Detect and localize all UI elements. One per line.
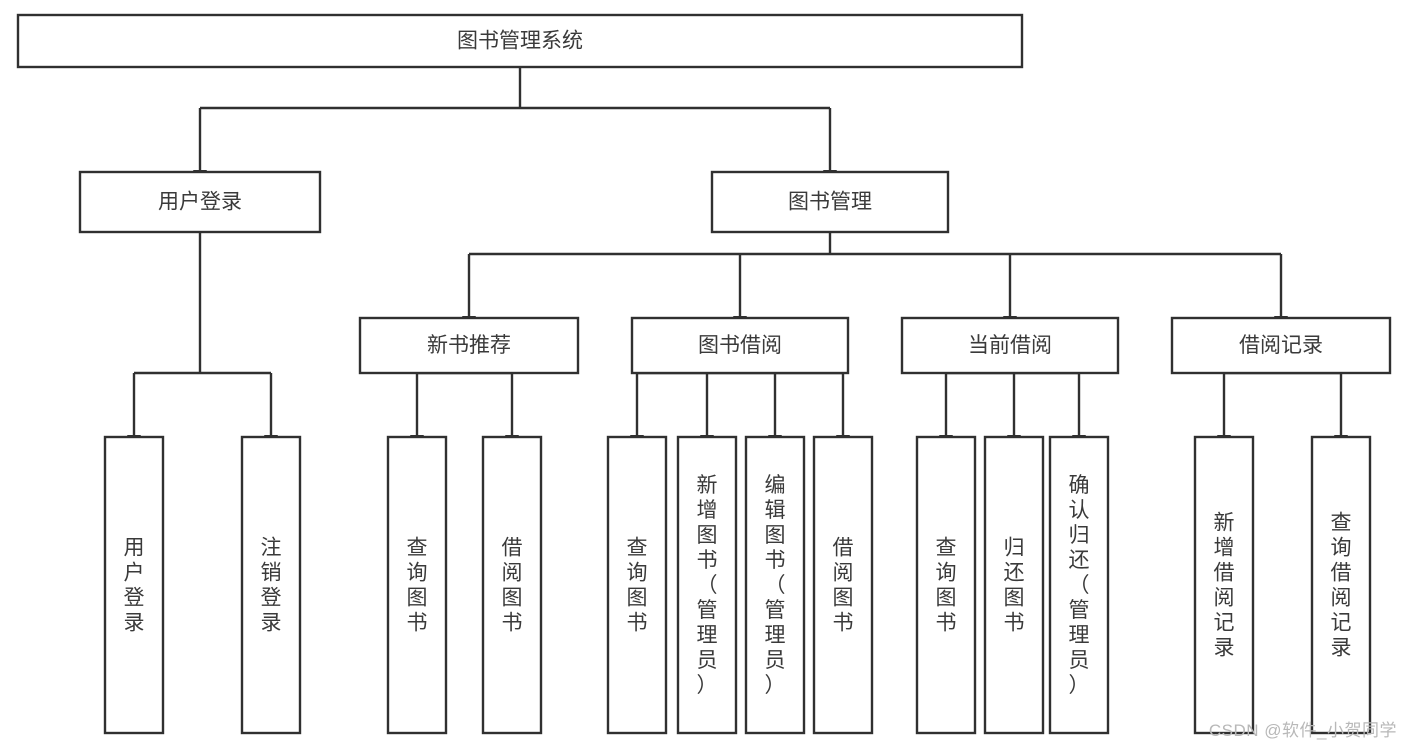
node-box-leaf-user-login [103, 435, 165, 735]
node-box-user-login [78, 170, 322, 234]
node-box-book-manage [710, 170, 950, 234]
node-label-current-borrow: 当前借阅 [968, 334, 1052, 357]
node-label-leaf-query-book-cb: 查询图书 [936, 537, 957, 635]
node-leaf-query-book-cb[interactable]: 查询图书 [915, 435, 977, 735]
node-leaf-edit-book[interactable]: 编辑图书（管理员） [744, 435, 806, 735]
node-leaf-return-book[interactable]: 归还图书 [983, 435, 1045, 735]
node-label-leaf-logout: 注销登录 [261, 537, 282, 635]
node-box-new-book-recommend [358, 316, 580, 375]
node-label-leaf-edit-book: 编辑图书（管理员） [765, 474, 786, 697]
node-label-leaf-add-record: 新增借阅记录 [1214, 512, 1235, 660]
node-label-new-book-recommend: 新书推荐 [427, 334, 511, 357]
node-label-leaf-borrow-book-nr: 借阅图书 [502, 537, 523, 635]
node-box-leaf-borrow-book-nr [481, 435, 543, 735]
node-book-borrow[interactable]: 图书借阅 [630, 316, 850, 375]
node-box-leaf-query-book-cb [915, 435, 977, 735]
node-box-leaf-confirm-return [1048, 435, 1110, 735]
node-box-borrow-record [1170, 316, 1392, 375]
node-label-root: 图书管理系统 [457, 30, 583, 53]
node-leaf-user-login[interactable]: 用户登录 [103, 435, 165, 735]
node-label-borrow-record: 借阅记录 [1239, 334, 1323, 357]
node-label-book-manage: 图书管理 [788, 191, 872, 214]
node-box-leaf-add-record [1193, 435, 1255, 735]
node-label-leaf-add-book: 新增图书（管理员） [697, 474, 718, 697]
node-leaf-add-record[interactable]: 新增借阅记录 [1193, 435, 1255, 735]
node-leaf-query-book-nr[interactable]: 查询图书 [386, 435, 448, 735]
node-layer: 图书管理系统用户登录图书管理新书推荐图书借阅当前借阅借阅记录用户登录注销登录查询… [16, 13, 1392, 735]
node-leaf-logout[interactable]: 注销登录 [240, 435, 302, 735]
node-box-leaf-borrow-book-bb [812, 435, 874, 735]
node-leaf-borrow-book-bb[interactable]: 借阅图书 [812, 435, 874, 735]
node-box-leaf-query-book-nr [386, 435, 448, 735]
node-label-leaf-query-book-bb: 查询图书 [627, 537, 648, 635]
node-label-leaf-borrow-book-bb: 借阅图书 [833, 537, 854, 635]
node-root[interactable]: 图书管理系统 [16, 13, 1024, 69]
node-book-manage[interactable]: 图书管理 [710, 170, 950, 234]
node-leaf-add-book[interactable]: 新增图书（管理员） [676, 435, 738, 735]
node-leaf-query-book-bb[interactable]: 查询图书 [606, 435, 668, 735]
node-leaf-borrow-book-nr[interactable]: 借阅图书 [481, 435, 543, 735]
node-box-leaf-return-book [983, 435, 1045, 735]
node-box-leaf-add-book [676, 435, 738, 735]
node-box-current-borrow [900, 316, 1120, 375]
node-box-root [16, 13, 1024, 69]
node-label-book-borrow: 图书借阅 [698, 334, 782, 357]
node-label-user-login: 用户登录 [158, 191, 242, 214]
node-leaf-query-record[interactable]: 查询借阅记录 [1310, 435, 1372, 735]
node-box-leaf-edit-book [744, 435, 806, 735]
node-borrow-record[interactable]: 借阅记录 [1170, 316, 1392, 375]
node-box-leaf-query-book-bb [606, 435, 668, 735]
node-current-borrow[interactable]: 当前借阅 [900, 316, 1120, 375]
node-box-book-borrow [630, 316, 850, 375]
node-label-leaf-confirm-return: 确认归还（管理员） [1069, 474, 1090, 697]
node-leaf-confirm-return[interactable]: 确认归还（管理员） [1048, 435, 1110, 735]
node-label-leaf-query-book-nr: 查询图书 [407, 537, 428, 635]
node-label-leaf-user-login: 用户登录 [124, 537, 145, 635]
node-new-book-recommend[interactable]: 新书推荐 [358, 316, 580, 375]
node-box-leaf-logout [240, 435, 302, 735]
node-label-leaf-query-record: 查询借阅记录 [1331, 512, 1352, 660]
node-label-leaf-return-book: 归还图书 [1004, 537, 1025, 635]
node-user-login[interactable]: 用户登录 [78, 170, 322, 234]
node-box-leaf-query-record [1310, 435, 1372, 735]
connector-layer [127, 67, 1348, 447]
